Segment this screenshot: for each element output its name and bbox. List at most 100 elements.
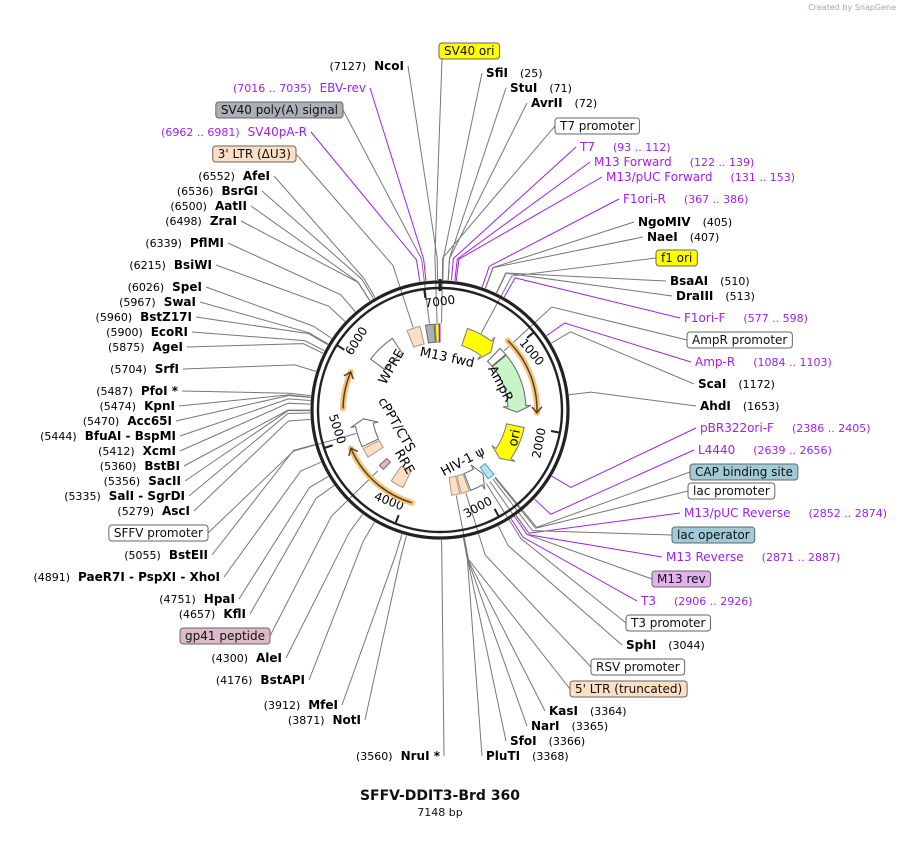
enzyme-label-pflmi[interactable]: (6339)PflMI [145, 236, 224, 250]
primer-label-pbr322ori-f[interactable]: pBR322ori-F(2386 .. 2405) [700, 421, 871, 435]
enzyme-label-paer7i-pspxi-xhoi[interactable]: (4891)PaeR7I - PspXI - XhoI [33, 570, 220, 584]
feature-label-sv40-poly-a-signal[interactable]: SV40 poly(A) signal [215, 101, 344, 119]
primer-label-m13-reverse[interactable]: M13 Reverse(2871 .. 2887) [666, 550, 840, 564]
connector-line [510, 518, 638, 602]
feature-label-cap-binding-site[interactable]: CAP binding site [689, 463, 799, 481]
enzyme-label-kpni[interactable]: (5474)KpnI [100, 399, 175, 413]
enzyme-label-acc65i[interactable]: (5470)Acc65I [83, 414, 172, 428]
connector-line [179, 402, 311, 452]
enzyme-label-aatii[interactable]: (6500)AatII [170, 199, 247, 213]
enzyme-label-bstz17i[interactable]: (5960)BstZ17I [96, 310, 192, 324]
enzyme-label-ecori[interactable]: (5900)EcoRI [106, 325, 188, 339]
enzyme-label-sphi[interactable]: SphI(3044) [626, 638, 705, 652]
enzyme-text: (4891)PaeR7I - PspXI - XhoI [33, 570, 220, 584]
enzyme-label-ngomiv[interactable]: NgoMIV(405) [638, 215, 732, 229]
enzyme-label-noti[interactable]: (3871)NotI [288, 713, 361, 727]
feature-label-sv40-ori[interactable]: SV40 ori [438, 42, 501, 60]
feature-label-f1-ori[interactable]: f1 ori [655, 249, 698, 267]
connector-line [193, 418, 311, 512]
primer-text: M13/pUC Reverse(2852 .. 2874) [684, 506, 887, 520]
enzyme-name: KasI [549, 704, 578, 718]
enzyme-label-hpai[interactable]: (4751)HpaI [159, 592, 235, 606]
enzyme-label-kasi[interactable]: KasI(3364) [549, 704, 627, 718]
feature-box [212, 145, 297, 163]
enzyme-label-kfli[interactable]: (4657)KflI [179, 607, 246, 621]
enzyme-label-sali-sgrdi[interactable]: (5335)SalI - SgrDI [64, 489, 185, 503]
primer-label-t3[interactable]: T3(2906 .. 2926) [640, 594, 753, 608]
enzyme-label-swai[interactable]: (5967)SwaI [119, 295, 196, 309]
feature-label-sffv-promoter[interactable]: SFFV promoter [108, 524, 209, 542]
enzyme-label-xcmi[interactable]: (5412)XcmI [98, 444, 176, 458]
enzyme-position: (407) [690, 231, 720, 244]
feature-label-rsv-promoter[interactable]: RSV promoter [590, 658, 686, 676]
enzyme-label-nari[interactable]: NarI(3365) [531, 719, 608, 733]
enzyme-label-sfii[interactable]: SfiI(25) [486, 66, 543, 80]
enzyme-label-ahdi[interactable]: AhdI(1653) [700, 399, 779, 413]
feature-name: 3' LTR (ΔU3) [218, 147, 291, 161]
enzyme-label-mfei[interactable]: (3912)MfeI [264, 698, 338, 712]
enzyme-label-avrii[interactable]: AvrII(72) [531, 96, 597, 110]
primer-text: L4440(2639 .. 2656) [698, 443, 832, 457]
enzyme-label-bsteii[interactable]: (5055) BstEII [124, 548, 208, 562]
enzyme-label-pluti[interactable]: PluTI(3368) [486, 749, 569, 763]
enzyme-label-afei[interactable]: (6552)AfeI [198, 169, 270, 183]
primer-text: pBR322ori-F(2386 .. 2405) [700, 421, 871, 435]
primer-label-f1ori-f[interactable]: F1ori-F(577 .. 598) [684, 311, 808, 325]
feature-label-5-ltr-truncated[interactable]: 5' LTR (truncated) [569, 680, 688, 698]
enzyme-label-bsrgi[interactable]: (6536)BsrGI [177, 184, 258, 198]
enzyme-name: BstEII [169, 548, 208, 562]
feature-label-m13-rev[interactable]: M13 rev [651, 570, 712, 588]
primer-label-l4440[interactable]: L4440(2639 .. 2656) [698, 443, 832, 457]
feature-label-t3-promoter[interactable]: T3 promoter [625, 614, 711, 632]
enzyme-label-nrui[interactable]: (3560)NruI * [356, 749, 441, 763]
primer-label-sv40pa-r[interactable]: (6962 .. 6981)SV40pA-R [161, 125, 307, 139]
feature-box [215, 101, 344, 119]
enzyme-text: (4657)KflI [179, 607, 246, 621]
enzyme-label-alei[interactable]: (4300)AleI [211, 651, 282, 665]
enzyme-label-sfoi[interactable]: SfoI(3366) [510, 734, 585, 748]
enzyme-label-ncoi[interactable]: (7127)NcoI [330, 59, 404, 73]
enzyme-label-scai[interactable]: ScaI(1172) [698, 377, 775, 391]
feature-name: lac promoter [693, 484, 770, 498]
enzyme-label-bsiwi[interactable]: (6215)BsiWI [129, 258, 212, 272]
enzyme-position: (6339) [145, 237, 182, 250]
feature-label-lac-operator[interactable]: lac operator [671, 526, 756, 544]
feature-label-lac-promoter[interactable]: lac promoter [687, 482, 776, 500]
enzyme-label-bsaai[interactable]: BsaAI(510) [670, 274, 750, 288]
feature-box [686, 331, 793, 349]
primer-label-m13-puc-reverse[interactable]: M13/pUC Reverse(2852 .. 2874) [684, 506, 887, 520]
tick-mark [337, 344, 345, 351]
enzyme-label-spei[interactable]: (6026)SpeI [128, 280, 202, 294]
enzyme-label-bstbi[interactable]: (5360)BstBI [100, 459, 180, 473]
enzyme-label-naei[interactable]: NaeI(407) [647, 230, 719, 244]
primer-position: (6962 .. 6981) [161, 126, 240, 139]
enzyme-label-agei[interactable]: (5875)AgeI [108, 340, 183, 354]
enzyme-label-draiii[interactable]: DraIII(513) [676, 289, 755, 303]
primer-text: M13 Forward(122 .. 139) [594, 155, 754, 169]
enzyme-label-sacii[interactable]: (5356)SacII [104, 474, 181, 488]
enzyme-name: StuI [510, 81, 537, 95]
primer-label-ebv-rev[interactable]: (7016 .. 7035)EBV-rev [233, 81, 366, 95]
enzyme-label-pfoi[interactable]: (5487)PfoI * [96, 384, 178, 398]
enzyme-position: (1172) [738, 378, 775, 391]
primer-label-amp-r[interactable]: Amp-R(1084 .. 1103) [695, 355, 832, 369]
enzyme-name: BstZ17I [140, 310, 192, 324]
enzyme-label-zrai[interactable]: (6498)ZraI [165, 214, 237, 228]
enzyme-label-srfi[interactable]: (5704)SrfI [110, 362, 179, 376]
enzyme-label-bstapi[interactable]: (4176)BstAPI [216, 673, 305, 687]
primer-label-t7[interactable]: T7(93 .. 112) [579, 140, 671, 154]
feature-label-3-ltr-u3[interactable]: 3' LTR (ΔU3) [212, 145, 297, 163]
enzyme-position: (5055) [124, 549, 161, 562]
connector-line [495, 272, 667, 294]
enzyme-name: AscI [162, 504, 190, 518]
feature-label-t7-promoter[interactable]: T7 promoter [554, 117, 640, 135]
feature-label-ampr-promoter[interactable]: AmpR promoter [686, 331, 793, 349]
primer-label-m13-forward[interactable]: M13 Forward(122 .. 139) [594, 155, 754, 169]
enzyme-label-stui[interactable]: StuI(71) [510, 81, 572, 95]
enzyme-label-bfuai-bspmi[interactable]: (5444)BfuAI - BspMI [40, 429, 176, 443]
feature-label-gp41-peptide[interactable]: gp41 peptide [179, 627, 271, 645]
primer-label-m13-puc-forward[interactable]: M13/pUC Forward(131 .. 153) [606, 170, 795, 184]
enzyme-position: (4657) [179, 608, 216, 621]
primer-label-f1ori-r[interactable]: F1ori-R(367 .. 386) [623, 192, 748, 206]
enzyme-label-asci[interactable]: (5279)AscI [117, 504, 190, 518]
